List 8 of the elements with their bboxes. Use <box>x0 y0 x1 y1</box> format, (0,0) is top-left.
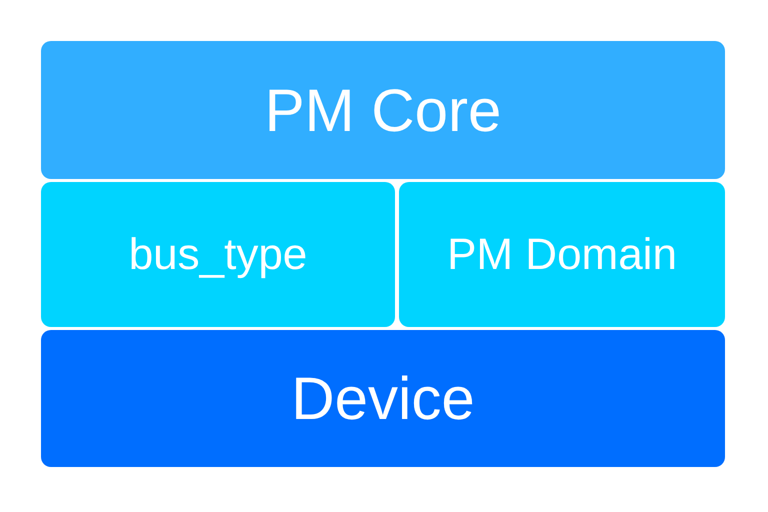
layer-label: Device <box>291 364 475 433</box>
layer-label: bus_type <box>128 230 308 280</box>
layer-label: PM Core <box>264 76 502 144</box>
layer-box <box>41 41 725 179</box>
layer-box <box>41 330 725 467</box>
layer-box <box>399 182 725 327</box>
layer-box <box>41 182 395 327</box>
layer-label: PM Domain <box>447 230 677 280</box>
